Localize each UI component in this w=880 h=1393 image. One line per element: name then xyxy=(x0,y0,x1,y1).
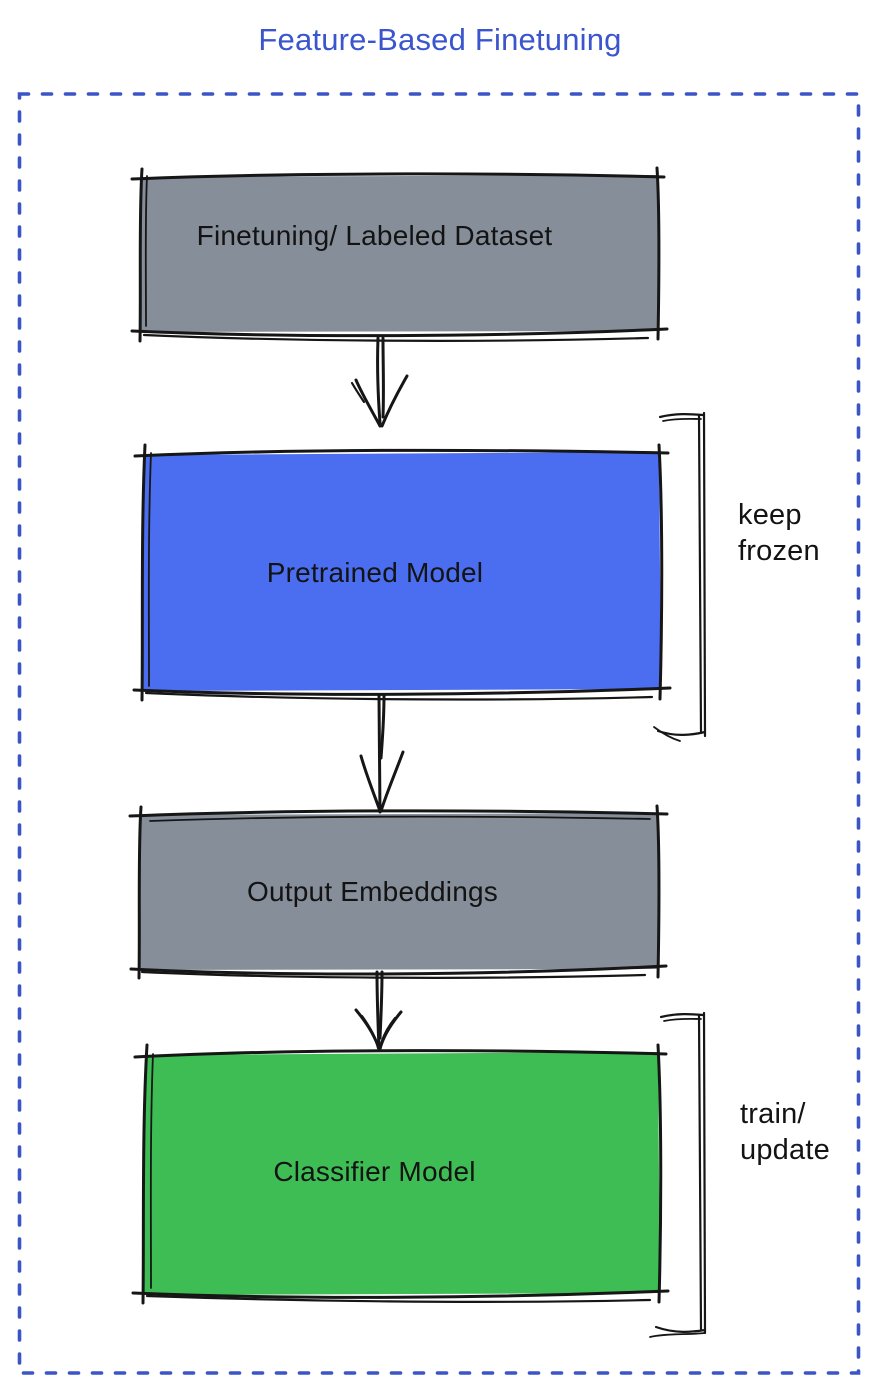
diagram-title: Feature-Based Finetuning xyxy=(258,22,622,57)
box-dataset xyxy=(130,166,669,343)
annotation-train-update: train/ update xyxy=(740,1098,830,1166)
bracket-keep-frozen xyxy=(653,411,707,742)
box-classifier xyxy=(131,1043,670,1305)
dashed-container-border xyxy=(17,92,861,1375)
arrow-embeddings-to-classifier xyxy=(354,970,403,1051)
box-pretrained xyxy=(132,443,672,702)
arrow-dataset-to-pretrained xyxy=(350,336,409,428)
bracket-train-update xyxy=(649,1011,707,1338)
arrow-pretrained-to-embeddings xyxy=(359,693,405,814)
annotation-keep-frozen: keep frozen xyxy=(738,499,820,567)
box-embeddings xyxy=(128,804,669,980)
